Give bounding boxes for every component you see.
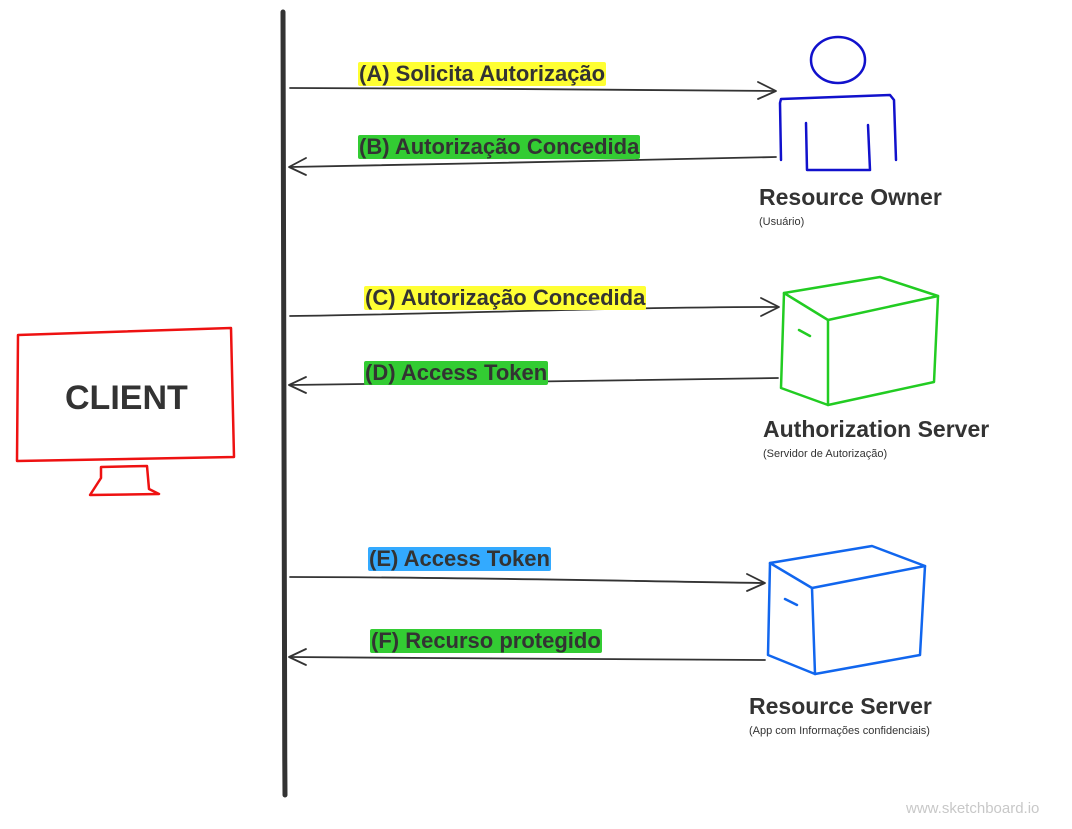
resource-server-subtitle: (App com Informações confidenciais) [749,725,930,737]
client-monitor-icon [15,326,236,497]
authorization-server-subtitle: (Servidor de Autorização) [763,448,888,460]
arrow-f-head [288,648,307,666]
authorization-server-label: Authorization Server [763,416,990,442]
message-label-b: (B) Autorização Concedida [358,134,641,159]
client-lifeline [280,9,288,798]
arrow-f [289,656,766,661]
resource-owner-subtitle: (Usuário) [759,216,805,228]
arrow-a [289,87,776,92]
client-label: CLIENT [65,379,188,417]
arrow-c-head [760,297,780,317]
arrow-b-head [288,157,307,176]
resource-owner-person-icon [778,35,898,172]
resource-owner-label: Resource Owner [759,184,942,210]
message-label-a: (A) Solicita Autorização [358,61,607,86]
message-label-e: (E) Access Token [368,546,551,571]
resource-server-label: Resource Server [749,693,932,719]
authorization-server-box-icon [779,275,940,407]
message-label-f: (F) Recurso protegido [370,628,602,653]
message-label-c: (C) Autorização Concedida [364,285,647,310]
arrow-e [289,576,765,584]
arrow-e-head [746,573,766,592]
resource-server-box-icon [766,544,927,676]
arrow-b [289,156,777,168]
arrow-c [289,306,779,317]
message-label-d: (D) Access Token [364,360,549,385]
arrow-d-head [288,376,307,394]
watermark: www.sketchboard.io [906,800,1040,817]
arrow-a-head [757,81,777,100]
